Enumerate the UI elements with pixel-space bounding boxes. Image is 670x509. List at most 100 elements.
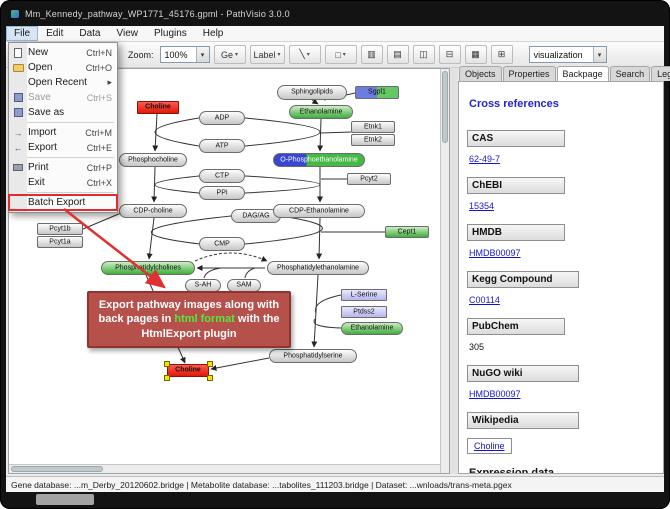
- pathway-node-cept1[interactable]: Cept1: [385, 226, 429, 238]
- node-label: Choline: [145, 103, 171, 111]
- pathway-node-phosphatidylserine[interactable]: Phosphatidylserine: [269, 349, 357, 363]
- pathway-node-choline[interactable]: Choline: [164, 361, 213, 381]
- common-height-button[interactable]: ⊟: [438, 45, 461, 64]
- menubar-item-file[interactable]: File: [6, 26, 39, 41]
- common-width-button[interactable]: ◫: [412, 45, 435, 64]
- selection-handle[interactable]: [207, 375, 213, 381]
- pathway-node-ethanolamine[interactable]: Ethanolamine: [289, 105, 353, 119]
- pathway-node-atp[interactable]: ATP: [199, 139, 245, 153]
- datanode-tool-dropdown[interactable]: Ge▾: [213, 45, 246, 64]
- stack-vertical-button[interactable]: ▦: [464, 45, 487, 64]
- menubar-item-help[interactable]: Help: [202, 28, 224, 39]
- xref-link[interactable]: HMDB00097: [469, 248, 521, 258]
- xref-link[interactable]: 62-49-7: [469, 154, 501, 164]
- node-label: Etnk2: [364, 136, 382, 143]
- pathway-edge[interactable]: [320, 131, 352, 134]
- node-label: Etnk1: [364, 123, 382, 130]
- pathway-edge[interactable]: [154, 117, 200, 147]
- pathway-edge[interactable]: [244, 215, 323, 245]
- pathway-node-ptdss2[interactable]: Ptdss2: [341, 306, 387, 318]
- file-menu-item-save-as[interactable]: Save as: [9, 105, 117, 120]
- panel-splitter[interactable]: [450, 68, 458, 474]
- pathway-node-choline[interactable]: Choline: [137, 101, 179, 114]
- pathway-edge[interactable]: [151, 166, 158, 203]
- pathway-node-phosphocholine[interactable]: Phosphocholine: [119, 153, 187, 167]
- pathway-node-pcyt1a[interactable]: Pcyt1a: [37, 236, 83, 248]
- xref-link[interactable]: Choline: [467, 438, 512, 454]
- visualization-combo[interactable]: visualization ▾: [528, 46, 607, 63]
- pathway-node-ppi[interactable]: PPi: [199, 186, 245, 200]
- tab-properties[interactable]: Properties: [502, 66, 556, 81]
- tab-search[interactable]: Search: [609, 66, 651, 81]
- stack-horizontal-button[interactable]: ⊞: [490, 45, 513, 64]
- pathway-edge[interactable]: [317, 118, 324, 152]
- pathway-node-o-phosphoethanolamine[interactable]: O-Phosphoethanolamine: [273, 153, 365, 167]
- pathway-node-ethanolamine[interactable]: Ethanolamine: [341, 322, 403, 335]
- xref-link[interactable]: HMDB00097: [469, 389, 521, 399]
- menu-item-label: New: [28, 47, 49, 58]
- pathway-edge[interactable]: [203, 267, 222, 279]
- xref-source-header: NuGO wiki: [467, 365, 579, 382]
- pathway-node-phosphatidylethanolamine[interactable]: Phosphatidylethanolamine: [267, 261, 369, 275]
- xref-link[interactable]: 15354: [469, 201, 495, 211]
- selection-handle[interactable]: [164, 375, 170, 381]
- xref-link[interactable]: C00114: [469, 295, 500, 305]
- pathway-edge[interactable]: [154, 175, 200, 194]
- align-center-x-button[interactable]: ▥: [360, 45, 383, 64]
- pathway-edge[interactable]: [244, 117, 321, 147]
- pathway-node-sphingolipids[interactable]: Sphingolipids: [277, 85, 347, 100]
- pathway-node-phosphatidylcholines[interactable]: Phosphatidylcholines: [101, 261, 195, 275]
- pathway-edge[interactable]: [152, 113, 159, 152]
- pathway-edge[interactable]: [194, 252, 268, 262]
- pathway-node-cdp-ethanolamine[interactable]: CDP-Ethanolamine: [273, 204, 365, 218]
- pathway-node-adp[interactable]: ADP: [199, 111, 245, 125]
- pathway-node-pcyt1b[interactable]: Pcyt1b: [37, 223, 83, 235]
- menu-item-shortcut: Ctrl+O: [85, 62, 112, 73]
- pathway-node-pcyt2[interactable]: Pcyt2: [347, 173, 391, 185]
- pathway-edge[interactable]: [210, 357, 270, 371]
- common-height-icon: ⊟: [445, 49, 454, 59]
- pathway-node-ctp[interactable]: CTP: [199, 169, 245, 183]
- pathway-edge[interactable]: [313, 318, 342, 329]
- line-tool-dropdown[interactable]: ╲▾: [288, 45, 321, 64]
- menubar-item-edit[interactable]: Edit: [46, 28, 64, 39]
- label-tool-dropdown[interactable]: Label▾: [249, 45, 285, 64]
- pathway-node-l-serine[interactable]: L-Serine: [341, 289, 387, 301]
- vscroll-thumb[interactable]: [442, 71, 448, 143]
- menubar-item-data[interactable]: Data: [79, 28, 101, 39]
- pathway-node-cmp[interactable]: CMP: [199, 237, 245, 251]
- pathway-node-etnk1[interactable]: Etnk1: [351, 121, 395, 133]
- menubar-item-plugins[interactable]: Plugins: [153, 28, 187, 39]
- align-center-y-button[interactable]: ▤: [386, 45, 409, 64]
- pathway-edge[interactable]: [311, 98, 319, 105]
- file-menu-item-open-recent[interactable]: Open Recent▸: [9, 75, 117, 90]
- hscroll-thumb[interactable]: [11, 466, 103, 472]
- tab-legend[interactable]: Legend: [651, 66, 670, 81]
- selection-handle[interactable]: [164, 361, 170, 367]
- selection-handle[interactable]: [207, 361, 213, 367]
- shape-tool-dropdown[interactable]: □▾: [324, 45, 357, 64]
- titlebar[interactable]: Mm_Kennedy_pathway_WP1771_45176.gpml - P…: [10, 5, 660, 23]
- file-menu-item-batch-export[interactable]: Batch Export: [8, 194, 118, 211]
- canvas-vscrollbar[interactable]: [440, 69, 449, 473]
- pathway-node-cdp-choline[interactable]: CDP-choline: [119, 204, 187, 218]
- tab-backpage[interactable]: Backpage: [556, 66, 609, 81]
- pathway-edge[interactable]: [244, 267, 256, 279]
- zoom-combo[interactable]: 100% ▾: [159, 46, 210, 63]
- canvas-hscrollbar[interactable]: [9, 464, 442, 473]
- pathway-node-sgpl1[interactable]: Sgpl1: [355, 86, 399, 99]
- tab-objects[interactable]: Objects: [459, 66, 502, 81]
- pathway-edge[interactable]: [315, 294, 342, 314]
- pathway-edge[interactable]: [244, 175, 321, 194]
- pathway-node-etnk2[interactable]: Etnk2: [351, 134, 395, 146]
- menubar-item-view[interactable]: View: [116, 28, 138, 39]
- node-label: O-Phosphoethanolamine: [280, 156, 358, 163]
